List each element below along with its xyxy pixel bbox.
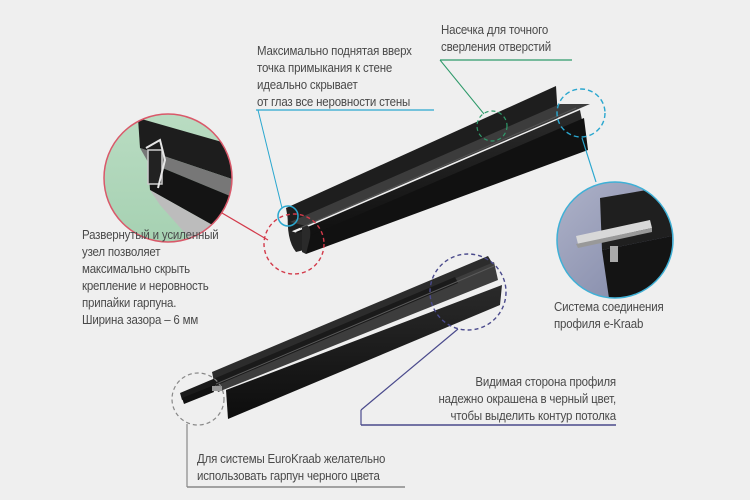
callout-line: Насечка для точного	[441, 23, 549, 37]
callout-line: крепление и неровность	[82, 279, 209, 293]
visible-side-callout-text: Видимая сторона профиля надежно окрашена…	[438, 374, 616, 425]
callout-line: профиля e-Kraab	[554, 317, 644, 331]
callout-line: чтобы выделить контур потолка	[450, 409, 617, 423]
callout-line: Максимально поднятая вверх	[257, 44, 412, 58]
wall-point-callout-text: Максимально поднятая вверх точка примыка…	[257, 43, 412, 111]
callout-line: идеально скрывает	[257, 78, 358, 92]
callout-line: максимально скрыть	[82, 262, 190, 276]
wall-point-callout-leader	[256, 109, 434, 227]
callout-line: от глаз все неровности стены	[257, 95, 411, 109]
callout-line: припайки гарпуна.	[82, 296, 177, 310]
notch-callout-leader	[439, 59, 572, 142]
harpoon-callout-leader	[171, 372, 405, 488]
callout-line: Видимая сторона профиля	[475, 375, 616, 389]
callout-line: точка примыкания к стене	[257, 61, 393, 75]
connection-system-callout-leader	[556, 88, 606, 183]
callout-line: Ширина зазора – 6 мм	[82, 313, 199, 327]
callout-line: сверления отверстий	[441, 40, 551, 54]
harpoon-callout-text: Для системы EuroKraab желательно использ…	[197, 451, 385, 485]
bottom-profile	[180, 256, 502, 419]
reinforced-node-callout-image	[103, 113, 233, 243]
reinforced-node-callout-text: Развернутый и усиленный узел позволяет м…	[82, 227, 219, 329]
reinforced-node-callout-leader	[221, 212, 325, 275]
callout-line: Для системы EuroKraab желательно	[197, 452, 386, 466]
visible-side-callout-leader	[360, 253, 616, 426]
notch-callout-text: Насечка для точного сверления отверстий	[441, 22, 551, 56]
callout-line: Развернутый и усиленный	[82, 228, 219, 242]
callout-line: надежно окрашена в черный цвет,	[438, 392, 616, 406]
callout-line: узел позволяет	[82, 245, 161, 259]
connection-system-callout-text: Система соединения профиля e-Kraab	[554, 299, 664, 333]
callout-line: использовать гарпун черного цвета	[197, 469, 380, 483]
top-profile	[286, 86, 590, 254]
callout-line: Система соединения	[554, 300, 664, 314]
connection-system-callout-image	[556, 181, 674, 299]
